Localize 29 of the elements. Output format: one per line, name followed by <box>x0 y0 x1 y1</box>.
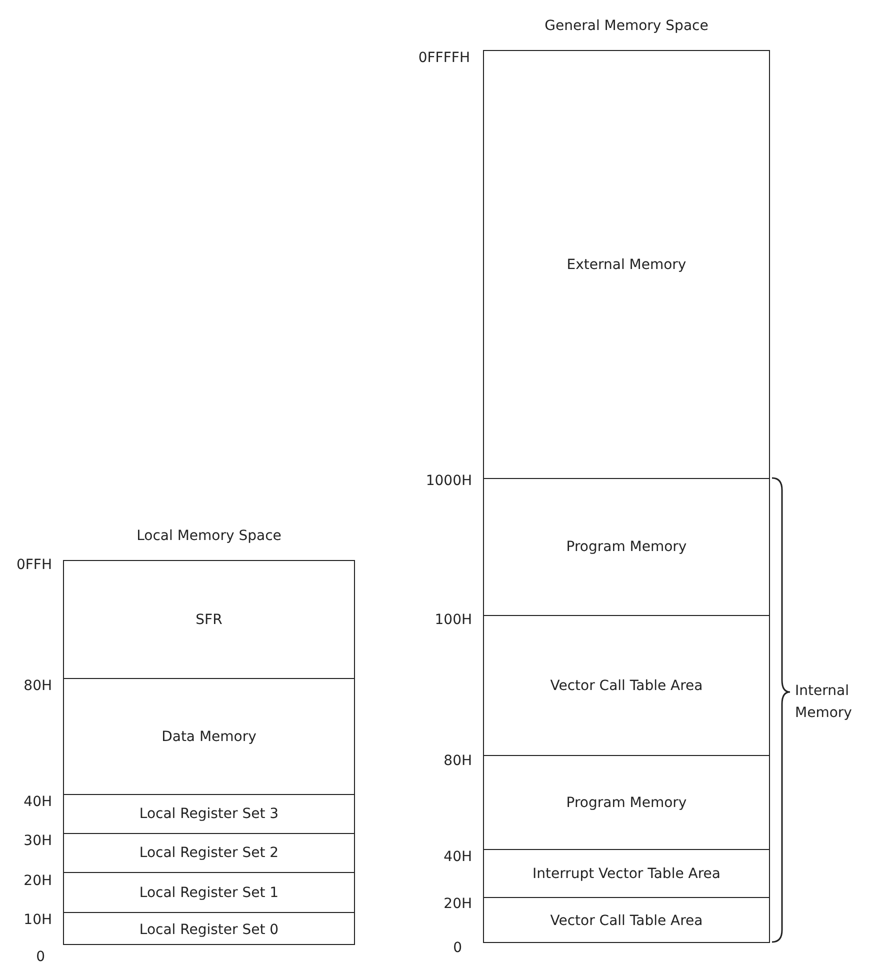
memory-region: Program Memory <box>484 755 769 849</box>
memory-region: Local Register Set 0 <box>64 912 354 946</box>
memory-region: Data Memory <box>64 678 354 794</box>
memory-region: Program Memory <box>484 478 769 615</box>
memory-region: Vector Call Table Area <box>484 897 769 944</box>
address-label: 80H <box>444 753 472 769</box>
address-label: 0FFFFH <box>418 50 470 66</box>
address-label: 1000H <box>426 473 472 489</box>
bracket-label: Internal Memory <box>795 682 853 723</box>
memory-region: Local Register Set 3 <box>64 794 354 833</box>
address-label: 100H <box>434 612 472 628</box>
memory-region: SFR <box>64 561 354 678</box>
address-label: 0 <box>36 949 45 965</box>
memory-region: Interrupt Vector Table Area <box>484 849 769 897</box>
section-heading: General Memory Space <box>544 18 710 34</box>
address-label: 30H <box>24 833 52 849</box>
memory-region: Local Register Set 2 <box>64 833 354 872</box>
address-label: 80H <box>24 678 52 694</box>
address-label: 0FFH <box>16 557 52 573</box>
memory-region: Vector Call Table Area <box>484 615 769 755</box>
memory-region: Local Register Set 1 <box>64 872 354 912</box>
address-label: 40H <box>444 849 472 865</box>
memory-region: External Memory <box>484 51 769 478</box>
section-heading: Local Memory Space <box>136 528 282 544</box>
address-label: 0 <box>453 940 462 956</box>
address-label: 40H <box>24 794 52 810</box>
address-label: 20H <box>444 896 472 912</box>
address-label: 10H <box>24 912 52 928</box>
address-label: 20H <box>24 873 52 889</box>
